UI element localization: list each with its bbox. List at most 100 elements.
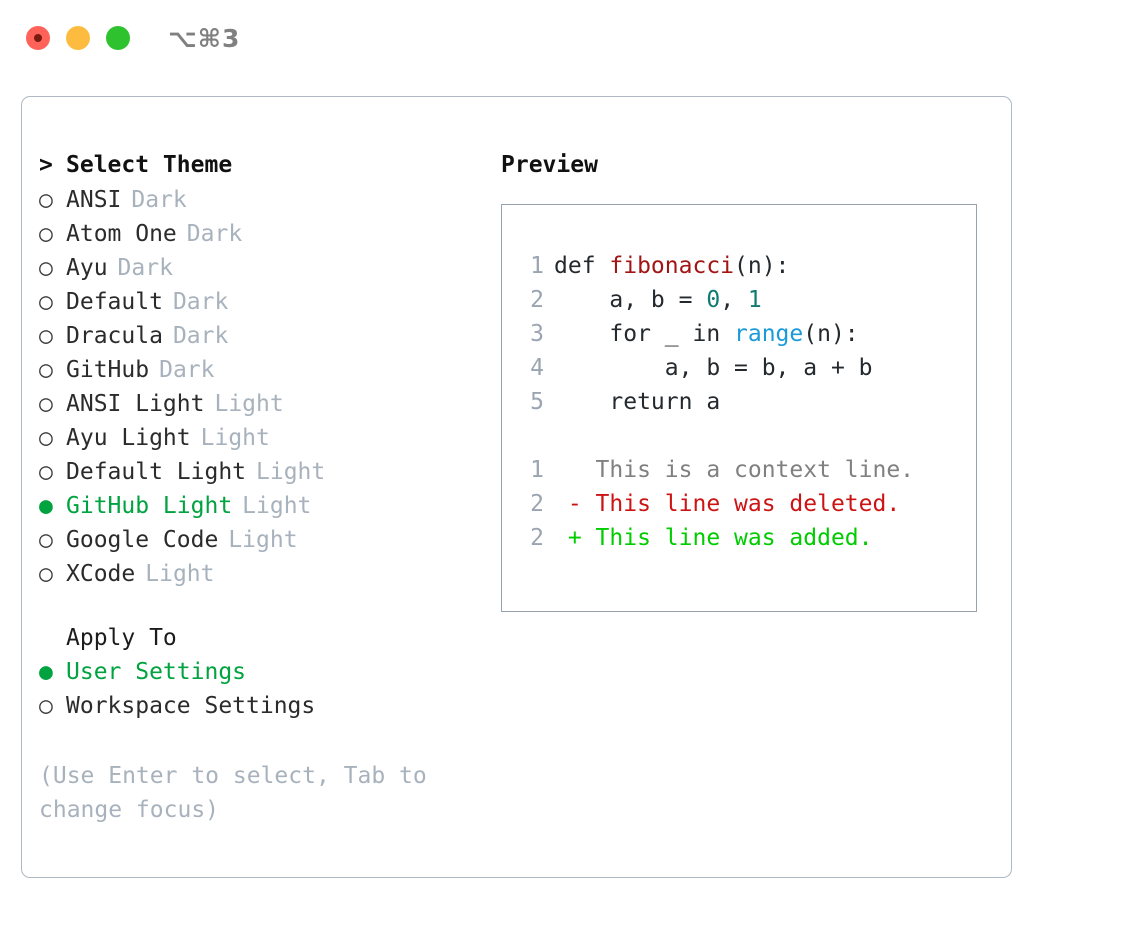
theme-list-item[interactable]: ○ Default Dark [39,285,479,319]
theme-list-item[interactable]: ○ Atom One Dark [39,217,479,251]
radio-unselected-icon[interactable]: ○ [39,187,53,213]
theme-list-item[interactable]: ○ Ayu Dark [39,251,479,285]
theme-name-label: Ayu [66,255,108,281]
apply-to-options: ● User Settings ○Workspace Settings [39,655,479,723]
radio-unselected-icon[interactable]: ○ [39,323,53,349]
line-number: 1 [530,253,544,279]
diff-text: - This line was deleted. [554,491,901,517]
code-token: (n): [803,321,859,347]
theme-kind-label: Dark [131,187,187,213]
radio-unselected-icon[interactable]: ○ [39,221,53,247]
apply-to-option[interactable]: ● User Settings [39,655,479,689]
theme-name-label: GitHub Light [66,493,233,519]
radio-unselected-icon[interactable]: ○ [39,289,53,315]
code-token: (n): [734,253,790,279]
code-token: return a [554,389,721,415]
theme-name-label: Ayu Light [66,425,191,451]
code-line: 3 for _ in range(n): [514,317,966,351]
diff-text: This is a context line. [554,457,915,483]
line-number: 1 [530,457,544,483]
theme-kind-label: Dark [172,289,229,315]
radio-unselected-icon[interactable]: ○ [39,357,53,383]
theme-list-item[interactable]: ○ Google Code Light [39,523,479,557]
code-token: a, b = b, a + b [554,355,873,381]
theme-list-item[interactable]: ○ XCode Light [39,557,479,591]
theme-kind-label: Light [145,561,215,587]
theme-name-label: Atom One [66,221,177,247]
code-token: 1 [747,287,762,313]
radio-selected-icon[interactable]: ● [39,493,53,519]
theme-name-label: ANSI Light [66,391,205,417]
code-line: 5 return a [514,385,966,419]
select-theme-title: Select Theme [66,152,233,178]
code-line: 4 a, b = b, a + b [514,351,966,385]
diff-text: + This line was added. [554,525,873,551]
close-button[interactable] [26,26,50,50]
code-token: fibonacci [609,253,735,279]
diff-line: 2 + This line was added. [514,521,966,555]
theme-name-label: Dracula [66,323,163,349]
radio-unselected-icon[interactable]: ○ [39,527,53,553]
code-token: , [720,287,748,313]
theme-list-item[interactable]: ○ GitHub Dark [39,353,479,387]
theme-kind-label: Light [242,493,312,519]
radio-unselected-icon[interactable]: ○ [39,255,53,281]
theme-list-item[interactable]: ○ ANSI Light Light [39,387,479,421]
theme-kind-label: Dark [117,255,173,281]
theme-kind-label: Light [228,527,298,553]
theme-name-label: ANSI [66,187,122,213]
radio-unselected-icon[interactable]: ○ [39,459,53,485]
code-token: range [734,321,804,347]
theme-kind-label: Light [256,459,326,485]
theme-list-item[interactable]: ○ Dracula Dark [39,319,479,353]
radio-unselected-icon[interactable]: ○ [39,391,53,417]
keyboard-shortcut-label: ⌥⌘3 [168,24,241,53]
keyboard-hint-text: (Use Enter to select, Tab to change focu… [39,763,427,823]
code-line: 1 def fibonacci(n): [514,249,966,283]
theme-name-label: GitHub [66,357,150,383]
radio-unselected-icon[interactable]: ○ [39,425,53,451]
code-token: 0 [706,287,721,313]
maximize-button[interactable] [106,26,130,50]
theme-list-item[interactable]: ● GitHub Light Light [39,489,479,523]
radio-unselected-icon[interactable]: ○ [39,561,53,587]
theme-kind-label: Dark [172,323,229,349]
code-token: a, b = [554,287,707,313]
minimize-button[interactable] [66,26,90,50]
apply-to-heading: ○Apply To [39,621,479,655]
line-number: 2 [530,491,544,517]
code-token: def [554,253,610,279]
theme-name-label: Default [66,289,163,315]
radio-selected-icon[interactable]: ● [39,659,53,685]
prompt-caret-icon: > [39,152,53,178]
spacer-icon: ○ [39,621,66,655]
apply-to-option[interactable]: ○Workspace Settings [39,689,479,723]
theme-kind-label: Dark [186,221,243,247]
select-theme-header: > Select Theme [39,147,479,183]
apply-to-option-label: User Settings [66,659,247,685]
apply-to-title: Apply To [66,625,177,651]
diff-sample: 1 This is a context line. 2 - This line w… [514,453,966,555]
code-line: 2 a, b = 0, 1 [514,283,966,317]
line-number: 3 [530,321,544,347]
title-bar: ⌥⌘3 [0,0,1140,76]
apply-to-section: ○Apply To ●User Settings○Workspace Setti… [39,621,479,723]
preview-title: Preview [501,152,598,178]
theme-name-label: Google Code [66,527,219,553]
theme-kind-label: Dark [159,357,215,383]
theme-name-label: XCode [66,561,136,587]
radio-unselected-icon[interactable]: ○ [39,693,53,719]
diff-line: 2 - This line was deleted. [514,487,966,521]
theme-list-item[interactable]: ○ ANSI Dark [39,183,479,217]
line-number: 2 [530,287,544,313]
theme-kind-label: Light [214,391,284,417]
